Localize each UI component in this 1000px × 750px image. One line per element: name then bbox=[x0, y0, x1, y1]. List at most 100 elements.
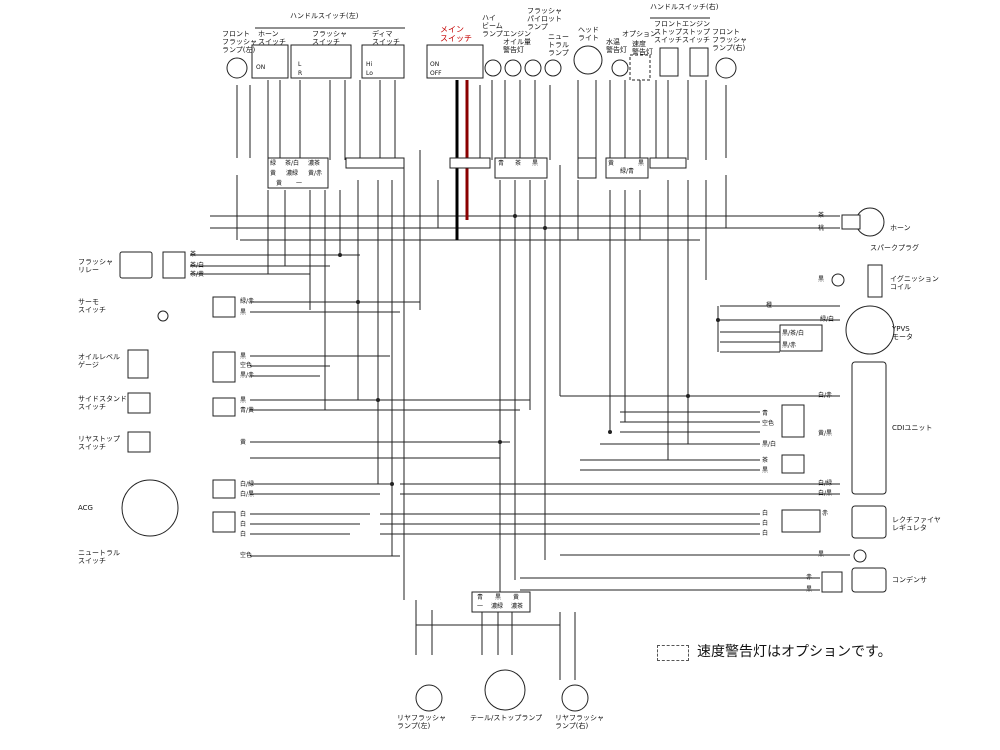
left-conn-bottom-2: 濃緑 bbox=[286, 170, 299, 177]
engine-oil-warning-lamp bbox=[504, 59, 522, 77]
left-conn-top-2: 茶/白 bbox=[285, 160, 300, 167]
speed-warning-option-box bbox=[629, 54, 651, 81]
cdi-wire-4: 黄/黒 bbox=[818, 430, 833, 437]
cdi-label: CDIユニット bbox=[892, 424, 933, 432]
headlight-connector bbox=[577, 157, 597, 179]
reg-wire-2: 白 bbox=[762, 520, 769, 527]
handle-switch-left-label: ハンドルスイッチ(左) bbox=[290, 12, 359, 20]
ypvs-label: YPVS モータ bbox=[892, 325, 913, 341]
neutral-wire: 空色 bbox=[240, 552, 253, 559]
left-conn-b2-1: 黄 bbox=[276, 180, 283, 187]
handle-switch-right-label: ハンドルスイッチ(右) bbox=[650, 3, 719, 11]
thermo-wire-1: 緑/赤 bbox=[240, 298, 255, 305]
top-connectors bbox=[267, 157, 687, 189]
ypvs-wire-3: 黒/茶/白 bbox=[782, 330, 805, 337]
warn-conn-3: 黒 bbox=[638, 160, 645, 167]
front-flasher-right-label: フロント フラッシャ ランプ(右) bbox=[712, 28, 747, 52]
neutral-lamp bbox=[544, 59, 562, 77]
thermo-switch-label: サーモ スイッチ bbox=[78, 298, 106, 314]
ignition-coil-label: イグニッション コイル bbox=[890, 275, 939, 291]
reg-wire-4: 赤 bbox=[822, 510, 829, 517]
side-stand-label: サイドスタンド スイッチ bbox=[78, 395, 127, 411]
rear-flasher-right-lamp bbox=[561, 684, 589, 712]
right-components bbox=[779, 207, 895, 593]
acg-connector-bottom bbox=[212, 511, 236, 533]
acg-wire-1: 白/緑 bbox=[240, 481, 255, 488]
regulator-box bbox=[851, 505, 887, 539]
oil-wire-3: 黒/赤 bbox=[240, 372, 255, 379]
warn-conn-1: 黄 bbox=[608, 160, 615, 167]
acg-wire-3: 白 bbox=[240, 511, 247, 518]
warning-connector-block bbox=[605, 157, 649, 179]
oil-wire-2: 空色 bbox=[240, 362, 253, 369]
side-stand-connector bbox=[212, 397, 236, 417]
cdi-wire-6: 茶 bbox=[762, 457, 769, 464]
cdi-wire-5: 黒/白 bbox=[762, 441, 777, 448]
wire-network bbox=[190, 80, 850, 680]
speed-warning-label: 速度 警告灯 bbox=[632, 40, 653, 56]
rear-stop-switch-box bbox=[127, 431, 151, 453]
main-switch-box bbox=[426, 44, 484, 79]
oil-level-label: オイルレベル ゲージ bbox=[78, 353, 120, 369]
spark-plug-label: スパークプラグ bbox=[870, 244, 919, 252]
head-light bbox=[573, 45, 603, 75]
ignition-wire: 黒 bbox=[818, 276, 825, 283]
rear-stop-wire: 黄 bbox=[240, 439, 247, 446]
stop-switch-connector bbox=[649, 157, 687, 169]
oil-wire-1: 黒 bbox=[240, 353, 247, 360]
dimmer-switch-box bbox=[361, 44, 405, 79]
head-light-label: ヘッド ライト bbox=[578, 26, 599, 42]
left-conn-b2-2: 一 bbox=[296, 180, 303, 187]
ignition-terminal bbox=[831, 273, 845, 287]
dimmer-pos-hi: Hi bbox=[366, 61, 373, 68]
rear-stop-label: リヤストップ スイッチ bbox=[78, 435, 120, 451]
left-conn-top-1: 緑 bbox=[270, 160, 277, 167]
cond-wire-1: 赤 bbox=[806, 574, 813, 581]
cond-wire-2: 黒 bbox=[806, 586, 813, 593]
acg-wire-5: 白 bbox=[240, 531, 247, 538]
main-switch-label: メイン スイッチ bbox=[440, 25, 472, 43]
ignition-coil-box bbox=[867, 264, 883, 298]
tail-stop-label: テール/ストップランプ bbox=[470, 714, 543, 722]
cdi-wire-8: 白/緑 bbox=[818, 480, 833, 487]
engine-stop-switch-box bbox=[689, 47, 709, 77]
acg-connector-top bbox=[212, 479, 236, 499]
flasher-relay-label: フラッシャ リレー bbox=[78, 258, 113, 274]
right-conn-top-1: 青 bbox=[498, 160, 505, 167]
cdi-wire-9: 白/黒 bbox=[818, 490, 833, 497]
reg-wire-3: 白 bbox=[762, 530, 769, 537]
ypvs-wire-4: 黒/赤 bbox=[782, 342, 797, 349]
left-conn-bottom-3: 黄/赤 bbox=[308, 170, 323, 177]
dimmer-pos-lo: Lo bbox=[366, 70, 373, 77]
reg-wire-1: 白 bbox=[762, 510, 769, 517]
regulator-connector bbox=[781, 509, 821, 533]
stand-wire-1: 黒 bbox=[240, 397, 247, 404]
rear-conn-top-1: 青 bbox=[477, 594, 484, 601]
left-components bbox=[119, 251, 236, 537]
horn-wire-1: 茶 bbox=[818, 212, 825, 219]
condenser-label: コンデンサ bbox=[892, 576, 927, 584]
flasher-pos-l: L bbox=[298, 61, 302, 68]
condenser-terminal bbox=[853, 549, 867, 563]
high-beam-lamp bbox=[484, 59, 502, 77]
rear-conn-top-3: 黄 bbox=[513, 594, 520, 601]
rear-conn-bottom-1: 一 bbox=[477, 603, 484, 610]
option-label: オプション bbox=[622, 30, 657, 38]
neutral-switch-label: ニュートラル スイッチ bbox=[78, 549, 120, 565]
relay-wire-1: 茶 bbox=[190, 251, 197, 258]
left-conn-top-3: 濃茶 bbox=[308, 160, 321, 167]
thermo-connector bbox=[212, 296, 236, 318]
flasher-relay-connector bbox=[162, 251, 186, 279]
ypvs-connector bbox=[779, 324, 823, 352]
stand-wire-2: 青/黄 bbox=[240, 407, 255, 414]
rear-conn-bottom-3: 濃茶 bbox=[511, 603, 524, 610]
cdi-connector-bottom bbox=[781, 454, 805, 474]
high-beam-label: ハイ ビーム ランプ bbox=[482, 14, 503, 38]
cdi-wire-7: 黒 bbox=[762, 467, 769, 474]
option-legend-box bbox=[657, 645, 689, 661]
handle-switch-boxes bbox=[251, 44, 709, 81]
dimmer-switch-label: ディマ スイッチ bbox=[372, 30, 400, 46]
cdi-wire-2: 青 bbox=[762, 410, 769, 417]
rear-conn-bottom-2: 濃緑 bbox=[491, 603, 504, 610]
